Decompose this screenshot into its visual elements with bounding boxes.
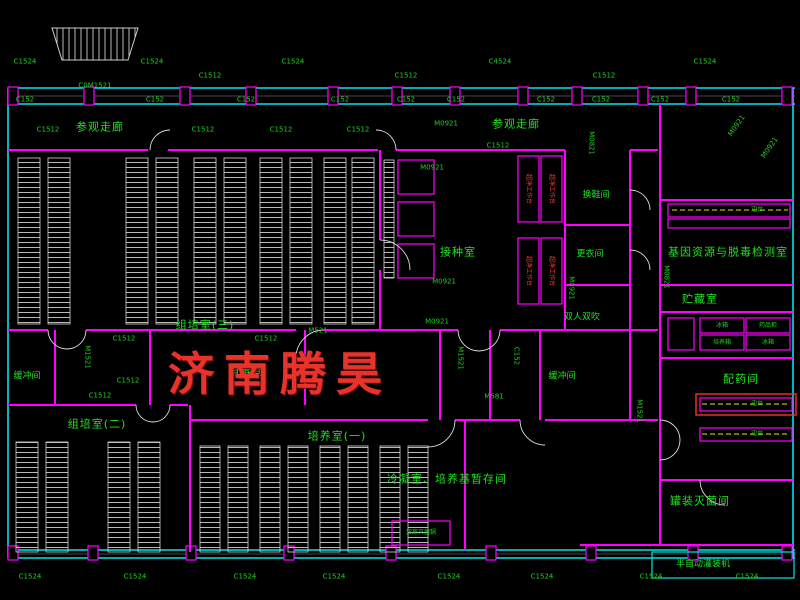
culture-racks (15, 157, 429, 553)
watermark-text: 济南腾昊 (168, 347, 392, 401)
filler-machine-box (651, 551, 795, 579)
interior-walls (8, 104, 793, 552)
stairs-block (51, 27, 139, 61)
bench-highlights (672, 209, 790, 435)
red-highlight-box (695, 393, 797, 416)
equipment-boxes (391, 155, 793, 546)
wall-piers (7, 86, 793, 561)
door-arcs (47, 129, 726, 506)
